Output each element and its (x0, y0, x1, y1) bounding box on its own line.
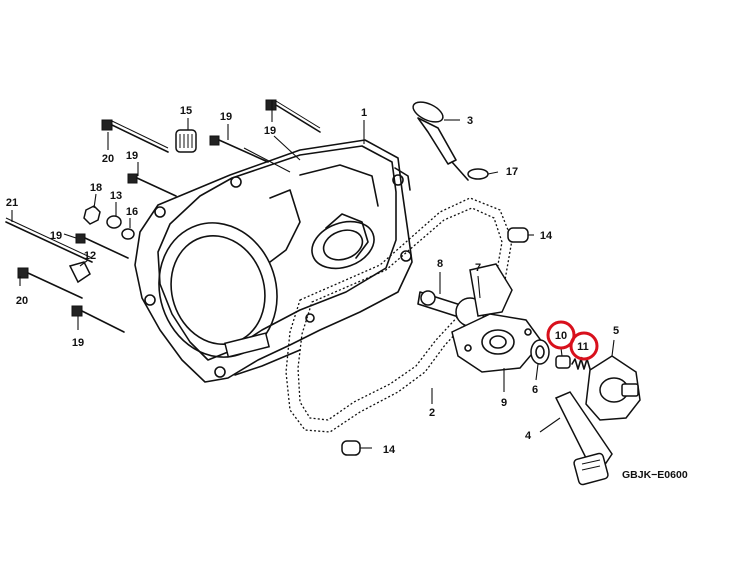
callout-16: 16 (126, 206, 138, 218)
callout-14a: 14 (540, 230, 553, 242)
callout-17: 17 (506, 166, 518, 178)
leader-lines (11, 100, 615, 449)
flange-bolt (265, 99, 321, 133)
diagram-code: GBJK−E0600 (622, 469, 688, 481)
callout-15: 15 (180, 105, 192, 117)
callout-1: 1 (361, 107, 367, 119)
callout-19b: 19 (264, 125, 276, 137)
callout-10: 10 (555, 330, 567, 342)
callout-12: 12 (84, 250, 96, 262)
callout-14b: 14 (383, 444, 396, 456)
callout-19d: 19 (50, 230, 62, 242)
flange-bolt (75, 233, 129, 259)
highlight-ring-11 (569, 331, 599, 361)
starter-shaft-assembly (417, 263, 543, 373)
callout-6: 6 (532, 384, 538, 396)
highlight-ring-10 (546, 320, 576, 350)
callout-7: 7 (475, 262, 481, 274)
flange-bolt (101, 119, 169, 153)
callout-9: 9 (501, 397, 507, 409)
right-crankcase-cover (134, 139, 413, 383)
callout-21: 21 (6, 197, 18, 209)
kickstarter-arm (554, 391, 613, 486)
callout-18: 18 (90, 182, 102, 194)
callout-19a: 19 (220, 111, 232, 123)
callout-5: 5 (613, 325, 619, 337)
clamp (68, 261, 91, 284)
o-ring (467, 168, 489, 180)
sealing-washer (106, 215, 122, 229)
washer (121, 228, 135, 240)
cap-nut (83, 205, 101, 225)
starter-cover (585, 355, 641, 421)
flange-bolt (127, 173, 177, 197)
needle-bearing (175, 129, 197, 153)
flange-bolt (71, 305, 125, 333)
flange-bolt (17, 267, 83, 299)
dowel-pin-10 (555, 355, 571, 369)
cover-gasket (285, 197, 513, 433)
callout-labels: 1 2 3 4 5 6 7 8 9 10 11 12 13 14 14 15 1… (6, 105, 619, 456)
callout-19c: 19 (126, 150, 138, 162)
callout-2: 2 (429, 407, 435, 419)
collar (530, 339, 550, 365)
callout-20a: 20 (102, 153, 114, 165)
callout-19e: 19 (72, 337, 84, 349)
flange-bolt (209, 135, 269, 163)
callout-13: 13 (110, 190, 122, 202)
callout-20b: 20 (16, 295, 28, 307)
dowel-pin (507, 227, 529, 243)
callout-8: 8 (437, 258, 443, 270)
dowel-pin (341, 440, 361, 456)
callout-4: 4 (525, 430, 532, 442)
long-stud-bolt (5, 217, 93, 263)
oil-filler-cap (412, 101, 469, 181)
callout-11: 11 (577, 341, 589, 353)
callout-3: 3 (467, 115, 473, 127)
